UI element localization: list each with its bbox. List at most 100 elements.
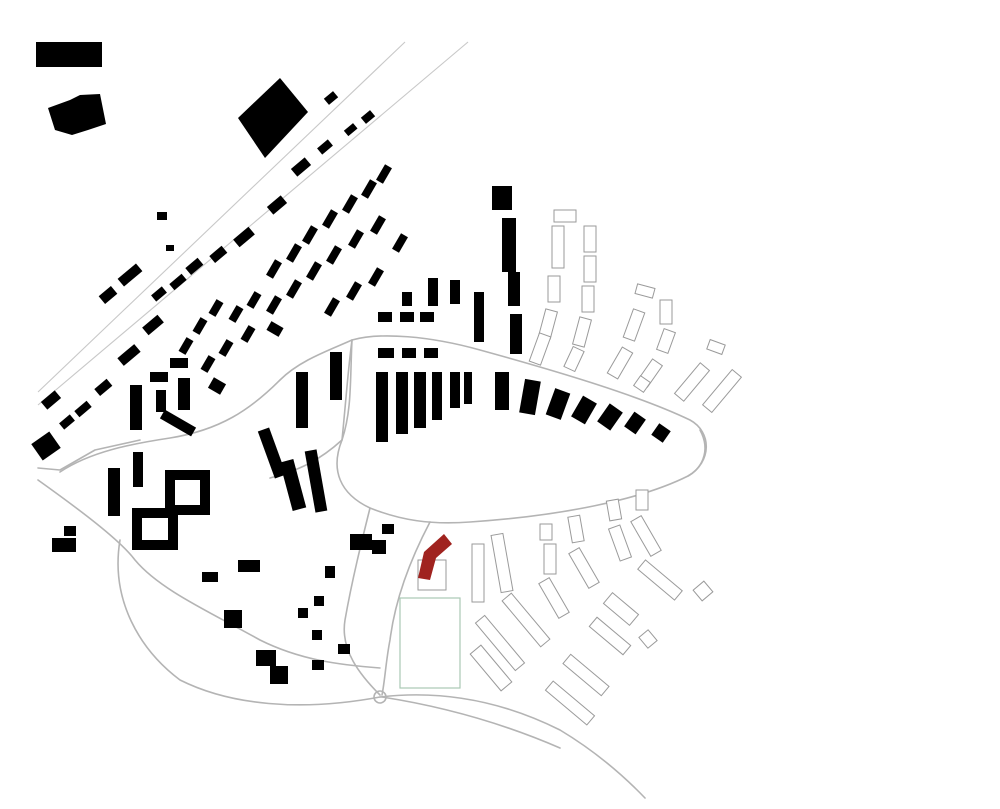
building [286, 243, 302, 263]
building [330, 352, 342, 400]
building [324, 297, 340, 317]
building-courtyard [132, 508, 178, 550]
building [400, 312, 414, 322]
building [368, 267, 384, 287]
building [323, 91, 339, 105]
building [350, 534, 372, 550]
building [64, 526, 76, 536]
south-spine-road-2 [381, 521, 431, 696]
building [348, 229, 364, 249]
planned-building [606, 346, 634, 380]
planned-building [602, 592, 640, 626]
building [117, 263, 143, 287]
planned-building [563, 345, 585, 373]
east-connector [687, 429, 706, 477]
building [290, 157, 312, 177]
building [296, 372, 308, 428]
planned-building [547, 275, 561, 303]
roundabout [373, 690, 387, 704]
building [402, 292, 412, 306]
building [117, 344, 141, 366]
planned-building [701, 368, 743, 414]
building [192, 317, 208, 335]
building [266, 195, 288, 215]
building [169, 273, 187, 291]
building [200, 355, 216, 373]
building [322, 209, 338, 229]
building [224, 610, 242, 628]
building [266, 295, 282, 315]
factory-building [238, 78, 308, 158]
existing-buildings [31, 42, 671, 684]
building [508, 272, 520, 306]
planned-building [622, 308, 646, 342]
building [624, 411, 646, 435]
building [325, 566, 335, 578]
building [266, 259, 282, 279]
planned-building [553, 209, 577, 223]
building [314, 596, 324, 606]
building [157, 212, 167, 220]
building [178, 378, 190, 410]
building [376, 372, 388, 442]
planned-building [567, 514, 585, 544]
building [464, 372, 472, 404]
building [361, 179, 377, 199]
inner-link-road [341, 339, 353, 441]
planned-building [469, 644, 513, 692]
planned-building [673, 362, 711, 402]
building [396, 372, 408, 434]
building [240, 325, 256, 343]
planned-building [634, 283, 656, 299]
planned-building [543, 543, 557, 575]
building [208, 299, 224, 317]
planned-building [551, 225, 565, 269]
planned-building [544, 680, 596, 726]
building [108, 468, 120, 516]
building [424, 348, 438, 358]
building [98, 286, 118, 304]
building [450, 372, 460, 408]
building [178, 337, 194, 355]
building [185, 257, 204, 275]
planned-building [538, 576, 570, 620]
building [378, 312, 392, 322]
building [502, 218, 516, 272]
building [304, 449, 328, 513]
planned-buildings [417, 209, 743, 726]
planned-building [571, 316, 593, 348]
building [571, 395, 597, 425]
building [159, 409, 197, 437]
building [48, 94, 106, 135]
planned-building [637, 559, 683, 601]
sports-field [399, 597, 461, 689]
highlighted-building [418, 534, 452, 580]
terrace-row [178, 164, 408, 395]
planned-building [588, 616, 632, 656]
building [474, 292, 484, 342]
planned-building [630, 514, 662, 558]
planned-building [655, 327, 677, 355]
building [432, 372, 442, 420]
building [266, 321, 284, 337]
building [151, 286, 167, 302]
building [142, 314, 164, 336]
building [36, 42, 102, 67]
building [279, 459, 307, 511]
railway-line-2 [37, 41, 469, 406]
southwest-road-2 [117, 539, 381, 706]
building [94, 378, 113, 396]
building [166, 245, 174, 251]
main-road [37, 439, 141, 471]
building [218, 339, 234, 357]
building [74, 400, 92, 418]
planned-building [583, 255, 597, 283]
building [286, 279, 302, 299]
building [376, 164, 392, 184]
building [326, 245, 342, 265]
planned-building [474, 614, 526, 672]
building [130, 385, 142, 430]
planned-building [562, 653, 610, 697]
building [302, 225, 318, 245]
